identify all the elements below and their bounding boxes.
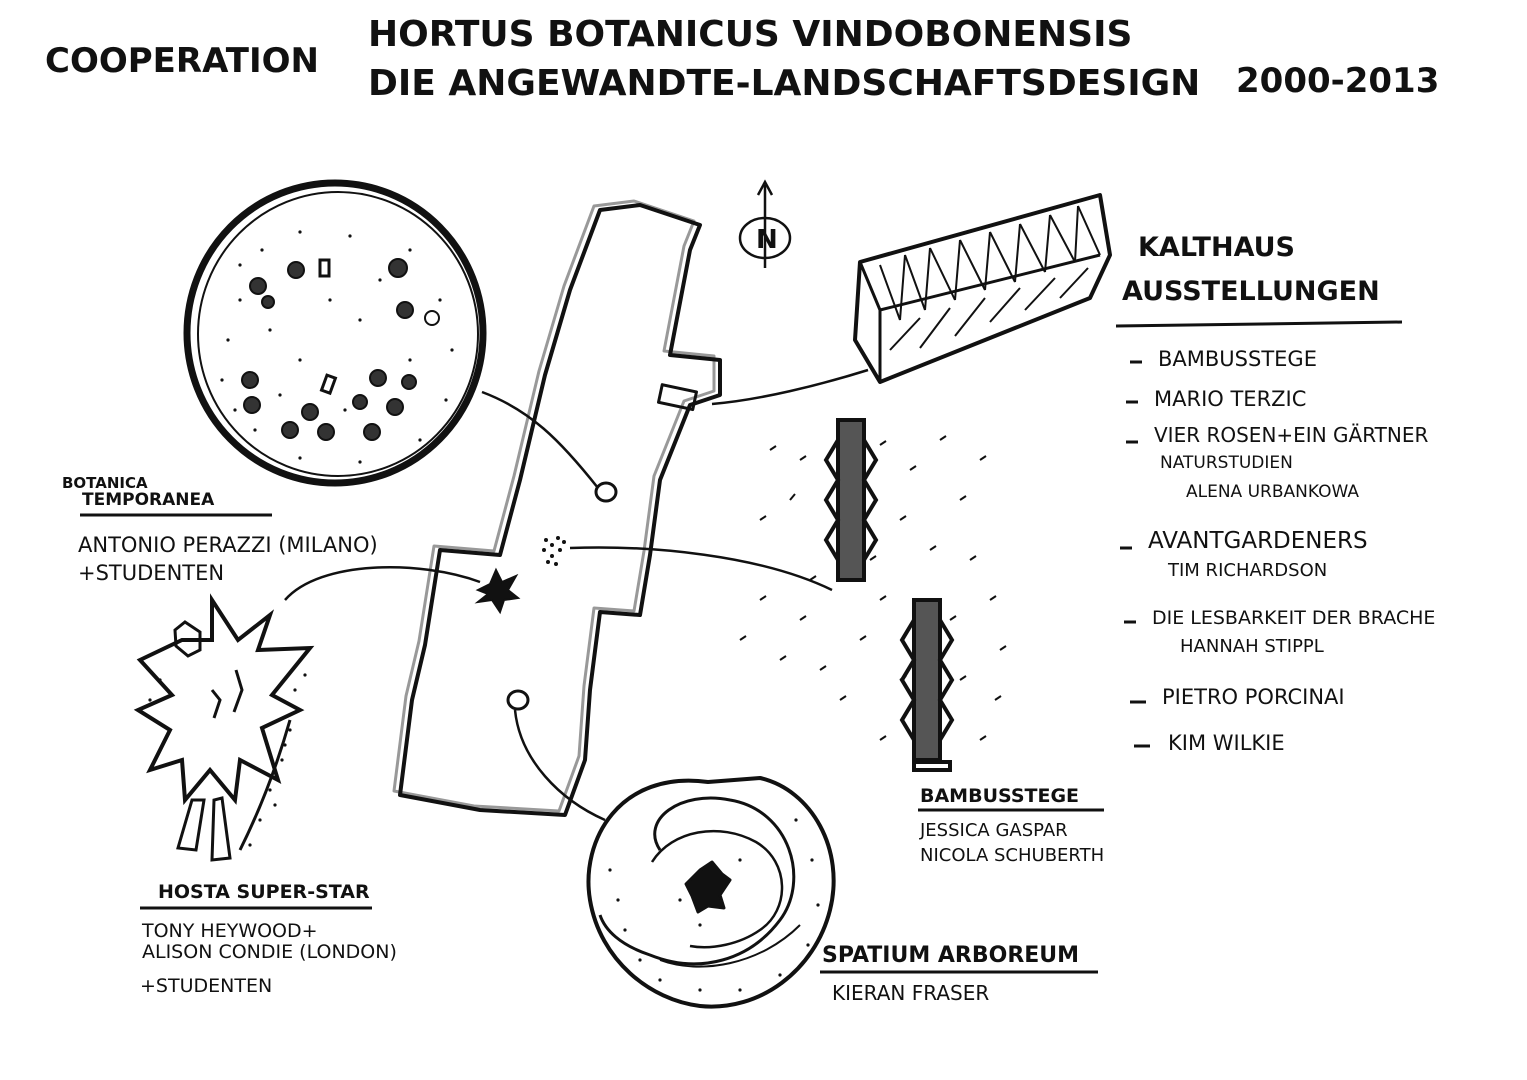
legend-underline [1115, 320, 1403, 328]
site-plan [392, 199, 722, 817]
stipple-marker [542, 536, 566, 566]
compass-letter: N [756, 225, 778, 255]
svg-text:PIETRO PORCINAI: PIETRO PORCINAI [1162, 685, 1345, 709]
legend-heading-ausstellungen: AUSSTELLUNGEN [1122, 276, 1380, 307]
bambussteg-south [899, 598, 955, 772]
star-marker [474, 567, 521, 615]
bambus-line-1: JESSICA GASPAR [919, 820, 1068, 841]
botanica-title-2: TEMPORANEA [82, 490, 215, 510]
svg-text:TIM RICHARDSON: TIM RICHARDSON [1167, 560, 1327, 581]
title-line-2: DIE ANGEWANDTE-LANDSCHAFTSDESIGN [368, 63, 1200, 104]
bambus-title: BAMBUSSTEGE [920, 785, 1079, 807]
spatium-line-1: KIERAN FRASER [832, 981, 989, 1005]
spatium-title: SPATIUM ARBOREUM [822, 943, 1079, 968]
title-years: 2000-2013 [1236, 61, 1439, 101]
legend-item-1: BAMBUSSTEGE [1130, 347, 1317, 371]
svg-text:ALENA URBANKOWA: ALENA URBANKOWA [1186, 482, 1359, 502]
hosta-line-2: ALISON CONDIE (LONDON) [142, 941, 397, 963]
connector-lines [284, 368, 869, 822]
svg-text:VIER ROSEN+EIN GÄRTNER: VIER ROSEN+EIN GÄRTNER [1154, 423, 1428, 447]
legend-item-7: KIM WILKIE [1134, 731, 1285, 755]
svg-text:KIM WILKIE: KIM WILKIE [1168, 731, 1285, 755]
botanica-line-1: ANTONIO PERAZZI (MILANO) [78, 533, 378, 557]
cooperation-label: COOPERATION [45, 41, 319, 81]
spatium-arboreum-drawing [586, 776, 836, 1009]
botanica-line-2: +STUDENTEN [78, 561, 224, 585]
svg-text:MARIO TERZIC: MARIO TERZIC [1154, 387, 1306, 411]
bambussteg-north [823, 418, 879, 582]
legend-item-6: PIETRO PORCINAI [1130, 685, 1345, 709]
kalthaus-greenhouse-drawing [853, 193, 1112, 384]
bambus-line-2: NICOLA SCHUBERTH [920, 845, 1104, 866]
legend-item-3: VIER ROSEN+EIN GÄRTNER NATURSTUDIEN ALEN… [1126, 423, 1428, 502]
svg-text:HANNAH STIPPL: HANNAH STIPPL [1180, 636, 1324, 657]
svg-text:NATURSTUDIEN: NATURSTUDIEN [1160, 453, 1293, 473]
hosta-superstar-drawing [133, 593, 315, 862]
svg-text:BAMBUSSTEGE: BAMBUSSTEGE [1158, 347, 1317, 371]
bambusstege-field [739, 435, 1007, 741]
hosta-line-3: +STUDENTEN [140, 975, 272, 997]
spatium-stipple [608, 818, 820, 992]
hosta-line-1: TONY HEYWOOD+ [141, 920, 318, 942]
title-line-1: HORTUS BOTANICUS VINDOBONENSIS [368, 14, 1132, 55]
botanica-title-1: BOTANICA [62, 474, 148, 492]
legend-item-2: MARIO TERZIC [1126, 387, 1306, 411]
north-compass-icon: N [738, 179, 792, 268]
svg-text:DIE LESBARKEIT DER BRACHE: DIE LESBARKEIT DER BRACHE [1152, 607, 1435, 629]
legend-heading-kalthaus: KALTHAUS [1138, 232, 1295, 263]
svg-text:AVANTGARDENERS: AVANTGARDENERS [1148, 528, 1368, 554]
legend-item-5: DIE LESBARKEIT DER BRACHE HANNAH STIPPL [1124, 607, 1435, 657]
legend-list: BAMBUSSTEGE MARIO TERZIC VIER ROSEN+EIN … [1120, 347, 1435, 755]
hosta-title: HOSTA SUPER-STAR [158, 881, 370, 903]
botanica-temporanea-drawing [183, 179, 487, 487]
legend-item-4: AVANTGARDENERS TIM RICHARDSON [1120, 528, 1368, 581]
hosta-stipple [148, 658, 307, 847]
